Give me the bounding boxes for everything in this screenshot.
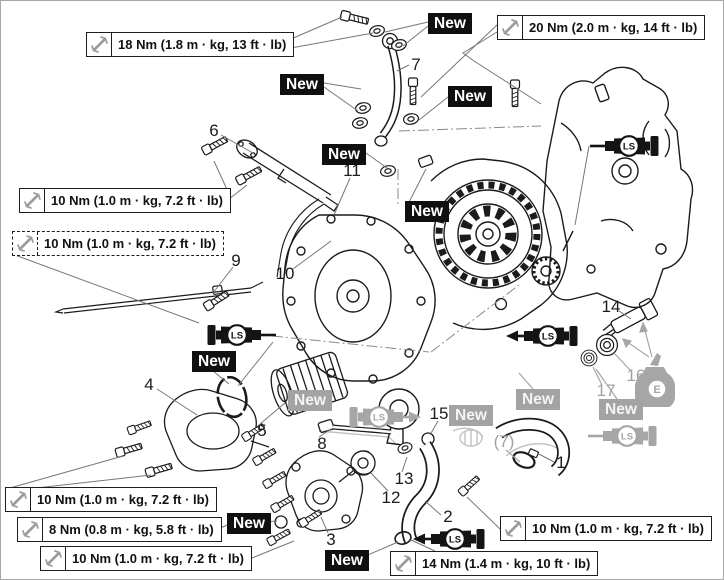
torque-callout-text: 14 Nm (1.4 m · kg, 10 ft · lb): [422, 556, 591, 571]
torque-callout-text: 20 Nm (2.0 m · kg, 14 ft · lb): [529, 20, 698, 35]
leader-lines: [9, 16, 632, 559]
wrench-icon: [13, 232, 38, 255]
grease-ls-symbol: LS: [587, 132, 665, 160]
svg-text:LS: LS: [231, 330, 243, 341]
new-part-label: New: [405, 201, 449, 222]
new-part-label: New: [325, 550, 369, 571]
part-number: 7: [411, 55, 421, 74]
torque-callout-text: 10 Nm (1.0 m · kg, 7.2 ft · lb): [37, 492, 209, 507]
sensor-art: [274, 297, 659, 529]
svg-text:E: E: [653, 384, 660, 396]
new-part-label: New: [449, 405, 493, 426]
svg-text:LS: LS: [542, 331, 554, 342]
wrench-icon: [6, 488, 31, 511]
engine-oil-symbol: E: [634, 353, 680, 409]
part-number: 13: [394, 469, 414, 488]
muted-leaders: [505, 321, 653, 463]
svg-text:LS: LS: [449, 534, 461, 545]
part-number: 14: [601, 297, 621, 316]
part-number: 17: [596, 381, 616, 400]
torque-callout-text: 10 Nm (1.0 m · kg, 7.2 ft · lb): [44, 236, 216, 251]
torque-callout: 10 Nm (1.0 m · kg, 7.2 ft · lb): [19, 188, 231, 213]
engine-block-art: [542, 66, 694, 309]
torque-callout: 10 Nm (1.0 m · kg, 7.2 ft · lb): [500, 516, 712, 541]
torque-callout: 10 Nm (1.0 m · kg, 7.2 ft · lb): [40, 546, 252, 571]
new-part-label: New: [428, 13, 472, 34]
torque-callout: 14 Nm (1.4 m · kg, 10 ft · lb): [390, 551, 599, 576]
new-part-label: New: [288, 390, 332, 411]
clutch-art: [430, 158, 568, 331]
new-part-label: New: [516, 389, 560, 410]
part-number: 2: [443, 507, 453, 526]
part-number: 10: [275, 264, 295, 283]
new-part-label: New: [599, 399, 643, 420]
torque-callout: 10 Nm (1.0 m · kg, 7.2 ft · lb): [12, 231, 224, 256]
svg-text:LS: LS: [621, 431, 633, 442]
torque-callout: 10 Nm (1.0 m · kg, 7.2 ft · lb): [5, 487, 217, 512]
new-part-label: New: [280, 74, 324, 95]
grease-ls-symbol: LS: [506, 322, 584, 350]
torque-callout-text: 8 Nm (0.8 m · kg, 5.8 ft · lb): [49, 522, 214, 537]
torque-callout-text: 10 Nm (1.0 m · kg, 7.2 ft · lb): [51, 193, 223, 208]
part-number: 4: [144, 375, 154, 394]
torque-callout-text: 10 Nm (1.0 m · kg, 7.2 ft · lb): [532, 521, 704, 536]
torque-callout-text: 10 Nm (1.0 m · kg, 7.2 ft · lb): [72, 551, 244, 566]
grease-ls-symbol: LS: [343, 403, 421, 431]
new-part-label: New: [448, 86, 492, 107]
part-number: 5: [257, 421, 267, 440]
svg-text:LS: LS: [373, 412, 385, 423]
torque-callout: 8 Nm (0.8 m · kg, 5.8 ft · lb): [17, 517, 222, 542]
grease-ls-symbol: LS: [201, 321, 279, 349]
torque-callout: 18 Nm (1.8 m · kg, 13 ft · lb): [86, 32, 295, 57]
part-number: 8: [317, 434, 327, 453]
new-part-label: New: [322, 144, 366, 165]
wrench-icon: [18, 518, 43, 541]
wrench-icon: [498, 16, 523, 39]
grease-ls-symbol: LS: [585, 422, 663, 450]
wrench-icon: [87, 33, 112, 56]
torque-callout: 20 Nm (2.0 m · kg, 14 ft · lb): [497, 15, 706, 40]
water-pump-art: [285, 418, 435, 532]
crankcase-cover-art: [276, 198, 436, 446]
part-number: 6: [209, 121, 219, 140]
wrench-icon: [41, 547, 66, 570]
wrench-icon: [20, 189, 45, 212]
part-number: (7): [493, 432, 515, 451]
part-number: 9: [231, 251, 241, 270]
part-number: 3: [326, 530, 336, 549]
part-number: 15: [429, 404, 449, 423]
oil-pipe-art: [374, 32, 434, 168]
torque-callout-text: 18 Nm (1.8 m · kg, 13 ft · lb): [118, 37, 287, 52]
part-number: 1: [556, 453, 566, 472]
part-number: 11: [343, 161, 361, 180]
grease-ls-symbol: LS: [413, 525, 491, 553]
construction-lines: [252, 125, 542, 353]
new-part-label: New: [192, 351, 236, 372]
new-part-label: New: [227, 513, 271, 534]
svg-text:LS: LS: [623, 141, 635, 152]
part-number: 12: [381, 488, 401, 507]
wrench-icon: [391, 552, 416, 575]
hoses-art: [394, 417, 570, 545]
wrench-icon: [501, 517, 526, 540]
